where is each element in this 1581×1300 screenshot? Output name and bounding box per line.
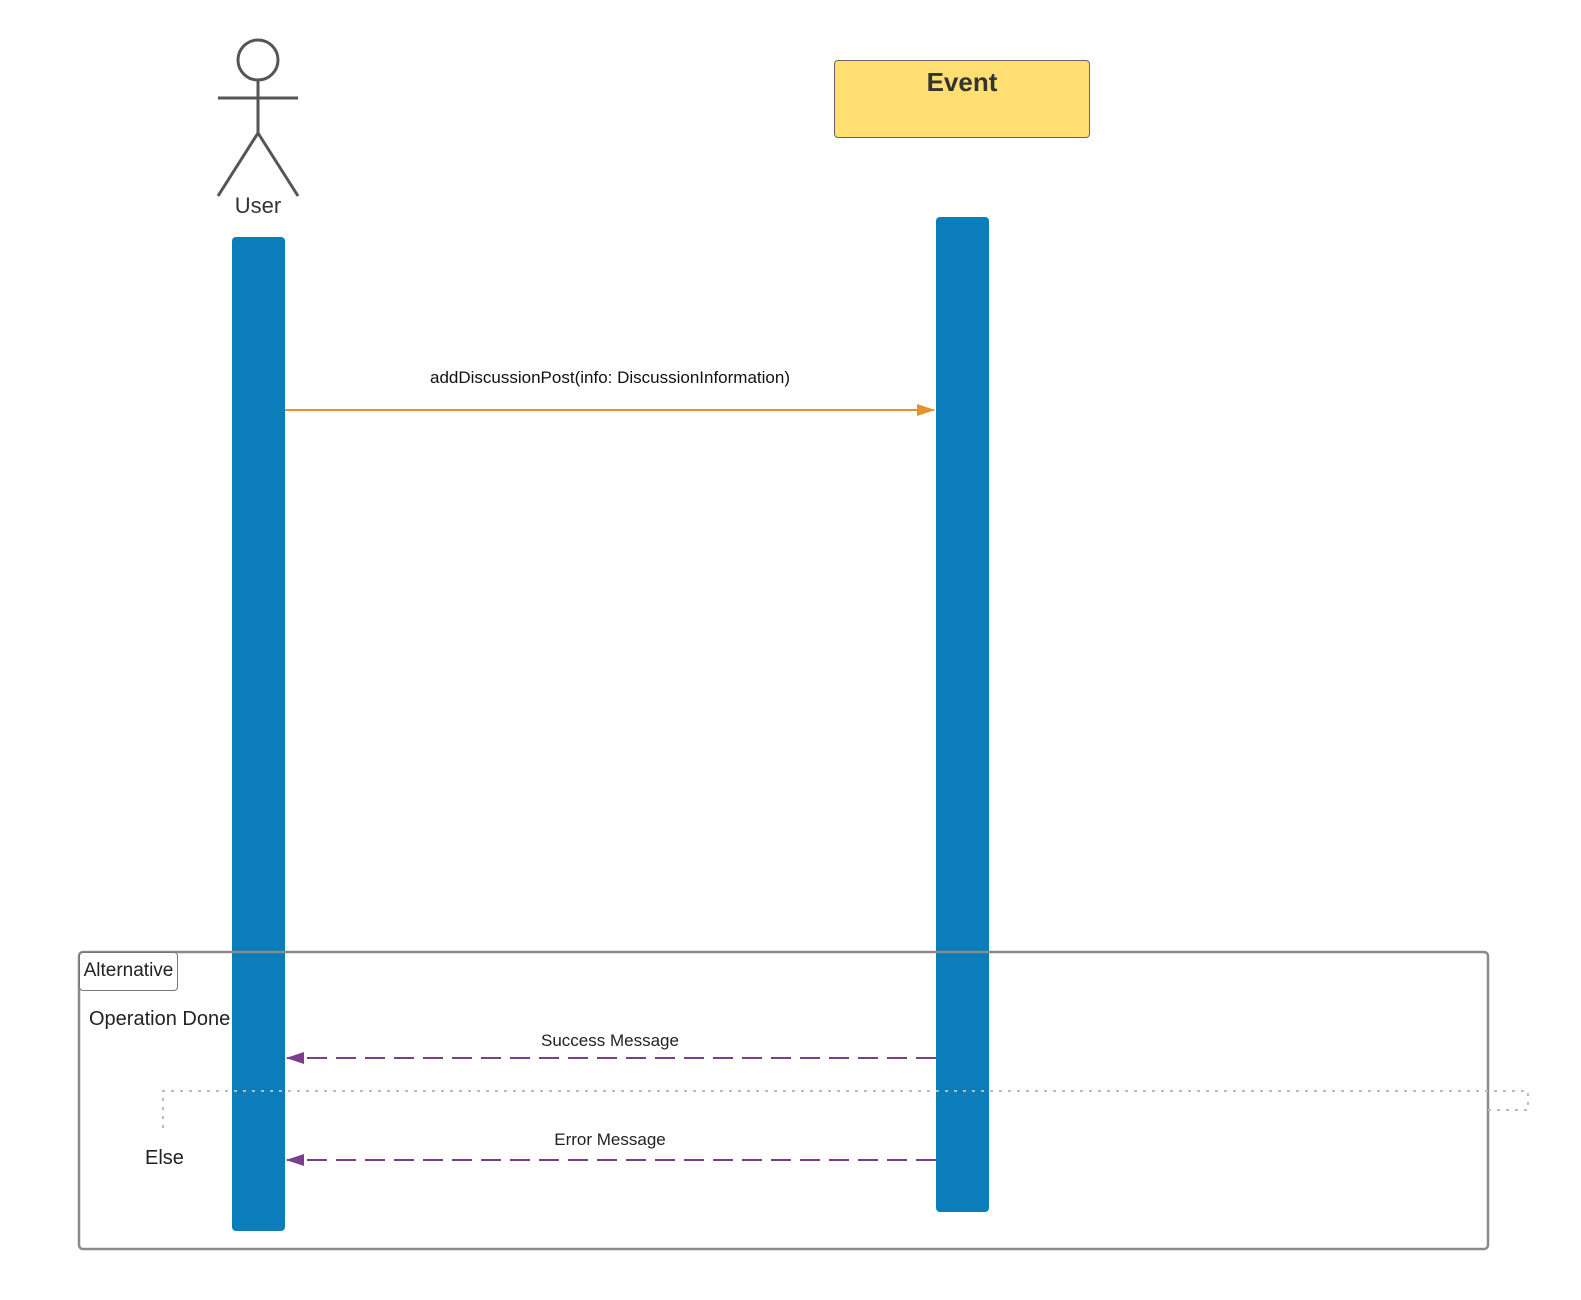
user-actor-label: User <box>234 193 282 218</box>
fragment-operator-tag: Alternative <box>79 952 178 991</box>
operand-separator <box>162 1090 1529 1128</box>
guard-operation-done: Operation Done <box>89 1008 231 1030</box>
event-participant-box[interactable]: Event <box>834 60 1090 138</box>
user-actor-icon[interactable] <box>216 38 300 197</box>
request-message-label: addDiscussionPost(info: DiscussionInform… <box>430 368 790 387</box>
fragment-operator-label: Alternative <box>83 960 174 981</box>
error-message-label: Error Message <box>554 1130 666 1149</box>
guard-else: Else <box>145 1147 184 1169</box>
event-participant-label: Event <box>926 67 998 97</box>
actor-right-leg <box>256 132 300 197</box>
user-activation-bar[interactable] <box>232 237 285 1231</box>
actor-left-leg <box>216 132 260 197</box>
success-message-label: Success Message <box>541 1031 679 1050</box>
alternative-fragment-frame[interactable] <box>77 950 1490 1251</box>
actor-head <box>236 38 280 82</box>
event-activation-bar[interactable] <box>936 217 989 1212</box>
